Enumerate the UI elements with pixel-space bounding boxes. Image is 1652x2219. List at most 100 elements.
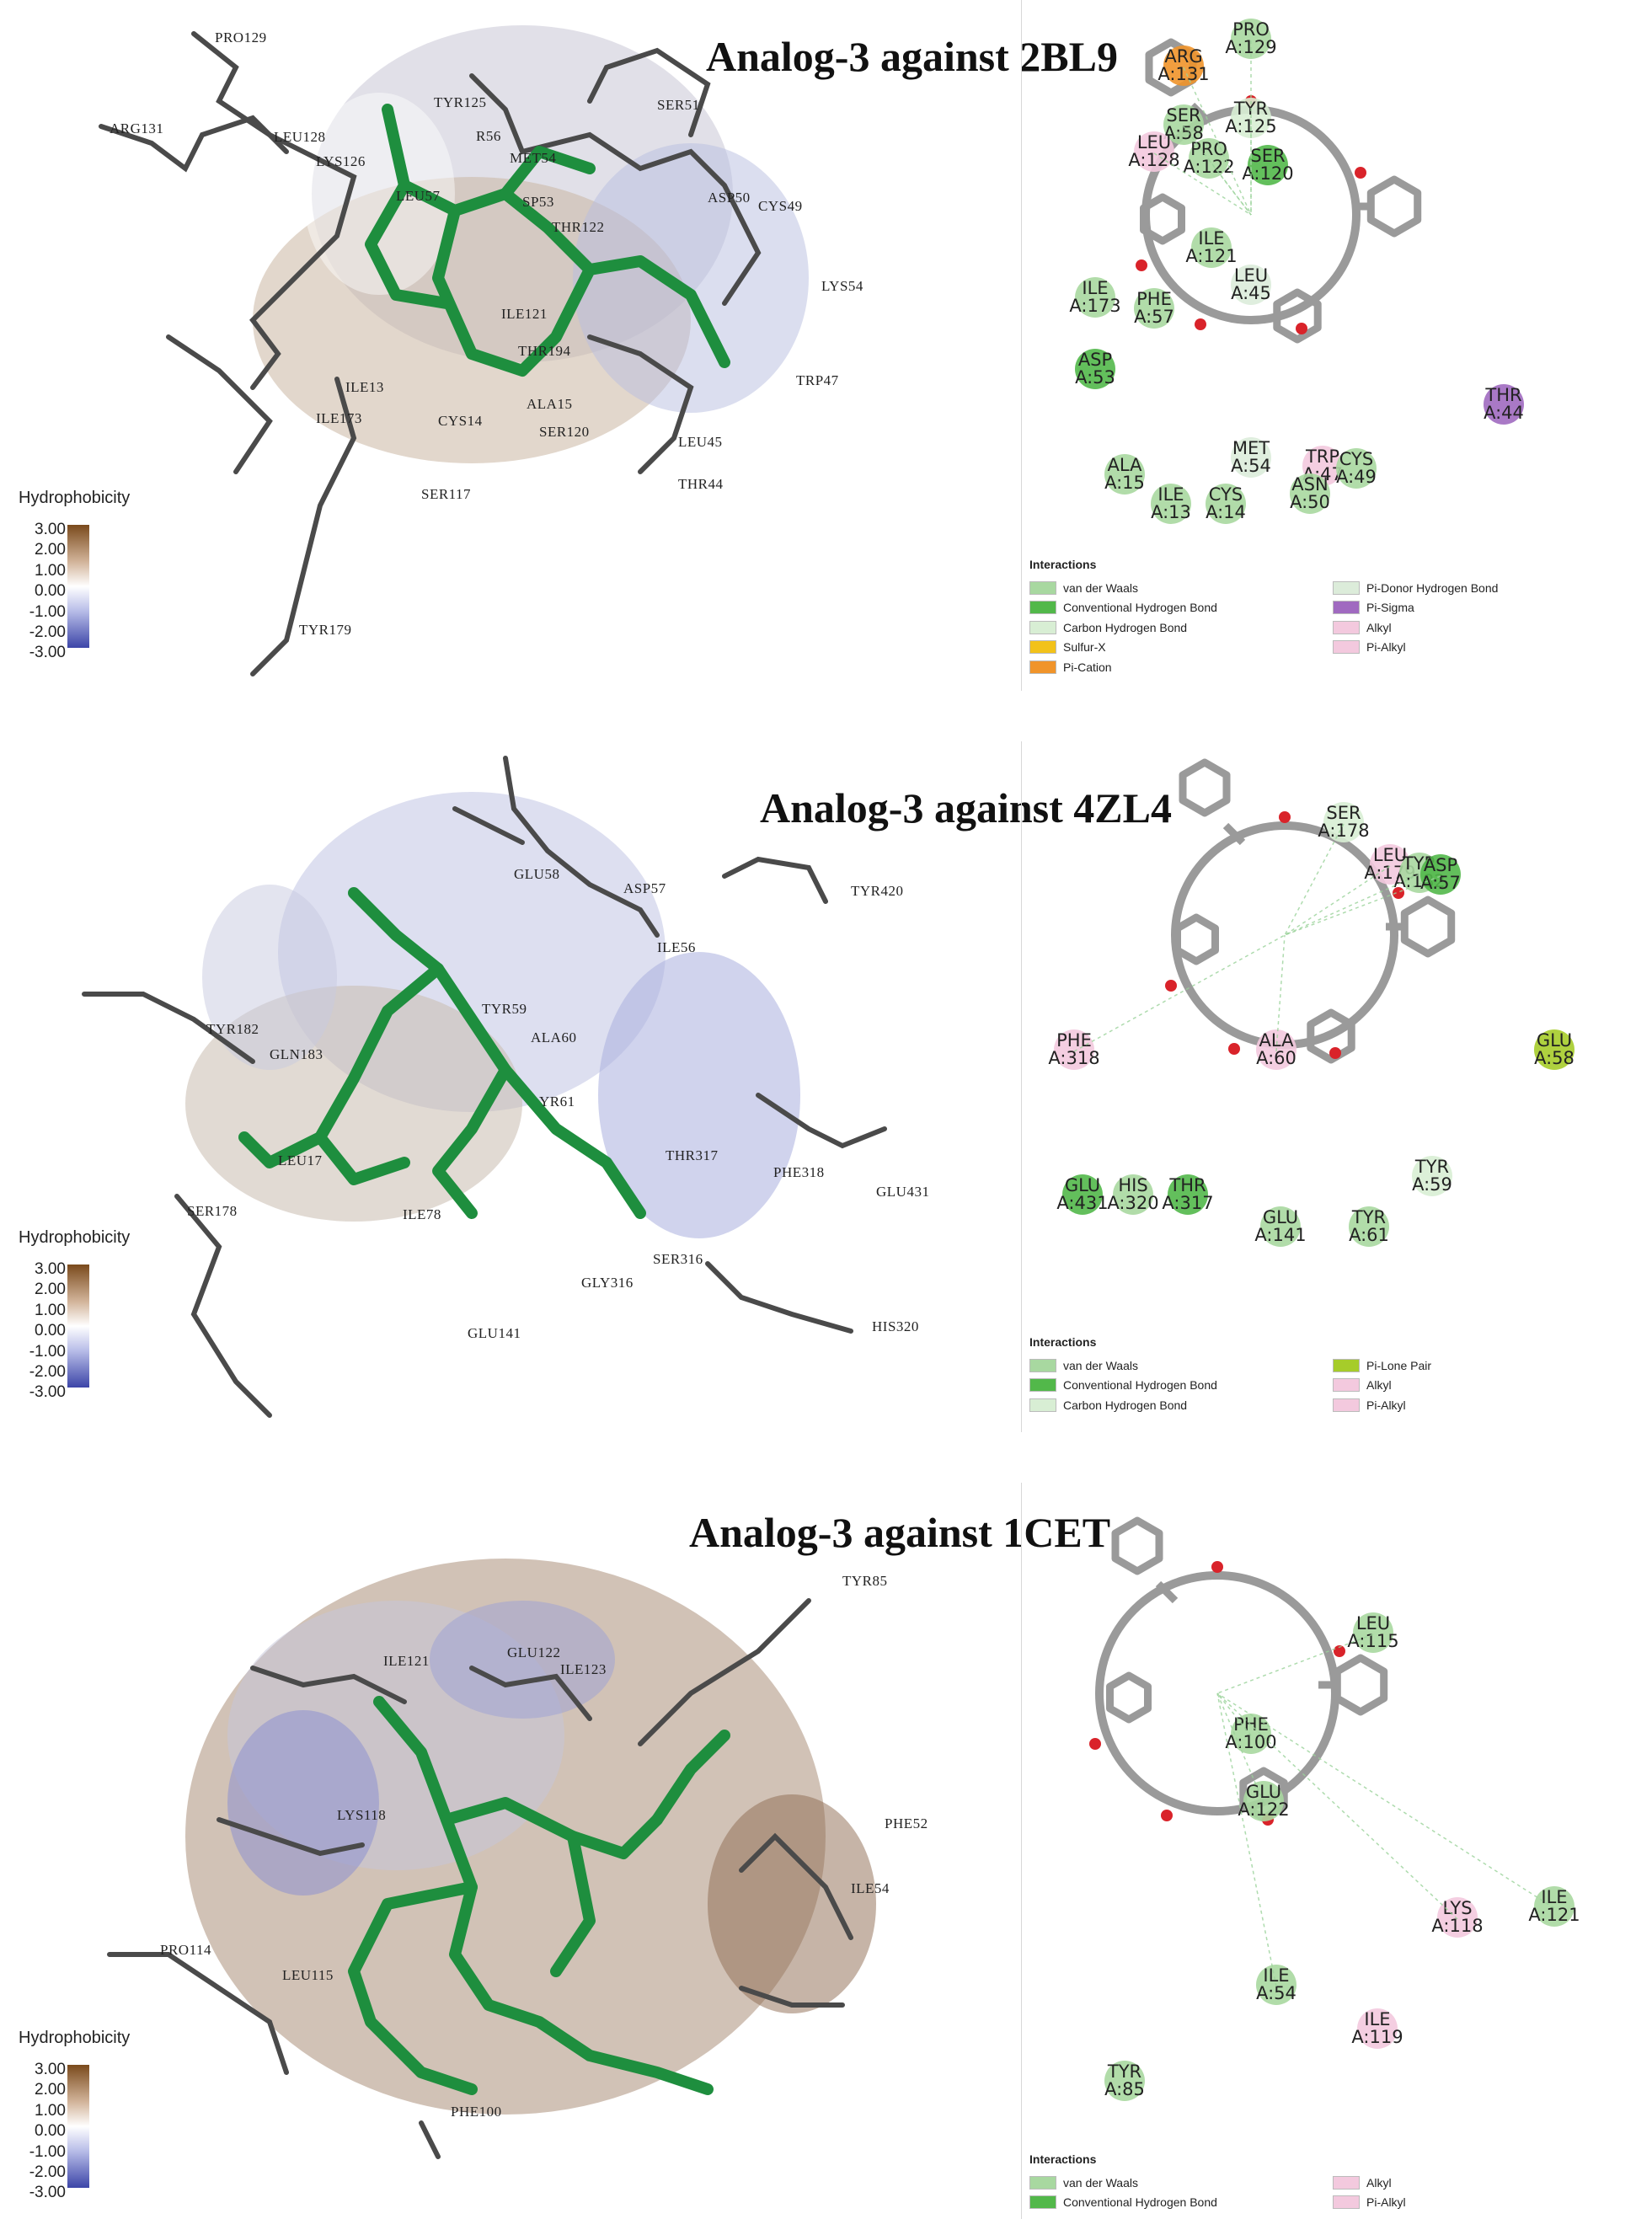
panel-title: Analog-3 against 4ZL4	[760, 784, 1172, 831]
hydrophobicity-tick: 3.00	[35, 2061, 66, 2078]
hydrophobicity-tick: -1.00	[29, 1342, 66, 1361]
svg-text:GLU58: GLU58	[514, 866, 559, 882]
svg-text:ARG131: ARG131	[110, 120, 163, 136]
residue-marker	[1412, 1156, 1452, 1196]
interactions-legend-item: van der Waals	[1029, 1355, 1333, 1376]
residue-marker	[1168, 1174, 1208, 1215]
hydrophobicity-tick: 0.00	[35, 1322, 66, 1340]
legend-label: Pi-Cation	[1063, 660, 1112, 674]
panel-1cet: TYR85 ILE121 GLU122 ILE123 LYS118 PHE52 …	[0, 1483, 1652, 2219]
legend-swatch	[1029, 640, 1056, 655]
residue-marker	[1534, 1886, 1574, 1927]
residue-marker	[1151, 484, 1191, 524]
svg-text:SP53: SP53	[522, 194, 554, 210]
svg-text:LYS118: LYS118	[337, 1807, 386, 1823]
svg-text:PHE318: PHE318	[773, 1164, 825, 1180]
interaction-2d-diagram: LEUA:115PHEA:100GLUA:122LYSA:118ILEA:121…	[1089, 1516, 1580, 2101]
hydrophobicity-tick: 1.00	[35, 2101, 66, 2120]
svg-text:LYS126: LYS126	[316, 153, 366, 169]
legend-label: Pi-Lone Pair	[1366, 1358, 1432, 1372]
docking-3d-view: TYR85 ILE121 GLU122 ILE123 LYS118 PHE52 …	[0, 1483, 1110, 2219]
legend-swatch	[1333, 1378, 1360, 1393]
residue-marker	[1062, 1174, 1103, 1215]
residue-id: A:15	[1104, 473, 1145, 493]
svg-text:SER51: SER51	[657, 97, 700, 113]
residue-id: A:57	[1134, 307, 1174, 327]
residue-marker	[1075, 277, 1115, 318]
residue-id: A:59	[1412, 1174, 1452, 1195]
residue-code: ALA	[1108, 455, 1143, 475]
residue-marker	[1336, 448, 1377, 489]
residue-code: LYS	[1442, 1898, 1472, 1918]
interactions-legend-item: Pi-Alkyl	[1333, 638, 1636, 658]
legend-label: Conventional Hydrogen Bond	[1063, 601, 1217, 615]
residue-id: A:54	[1231, 456, 1271, 476]
hydrophobicity-tick: 3.00	[35, 1260, 66, 1278]
residue-id: A:14	[1206, 502, 1246, 522]
residue-code: PRO	[1232, 19, 1270, 40]
panel-2bl9: PRO129 ARG131 LEU128 LYS126 TYR125 R56 M…	[0, 0, 1652, 699]
residue-id: A:44	[1484, 403, 1524, 423]
residue-marker	[1231, 437, 1271, 478]
interactions-legend-item: Pi-Alkyl	[1333, 2193, 1636, 2213]
panel-divider	[1021, 1483, 1022, 2219]
residue-id: A:317	[1162, 1193, 1213, 1213]
hydrophobicity-tick: -1.00	[29, 2142, 66, 2161]
svg-text:CYS14: CYS14	[438, 413, 483, 429]
svg-text:THR122: THR122	[552, 219, 605, 235]
residue-code: GLU	[1065, 1175, 1100, 1195]
residue-code: PHE	[1056, 1030, 1092, 1051]
legend-label: Alkyl	[1366, 620, 1392, 634]
svg-text:THR194: THR194	[518, 343, 571, 359]
residue-code: SER	[1250, 146, 1285, 166]
svg-text:LEU57: LEU57	[396, 188, 441, 204]
hydrophobicity-legend: Hydrophobicity 3.00 2.00 1.00 0.00 -1.00…	[19, 489, 131, 661]
residue-id: A:121	[1185, 246, 1237, 266]
residue-id: A:119	[1351, 2027, 1403, 2047]
legend-label: van der Waals	[1063, 1358, 1138, 1372]
panel-4zl4: GLU58 ASP57 TYR420 ILE56 TYR182 GLN183 T…	[0, 741, 1652, 1441]
hydrophobicity-tick: -1.00	[29, 602, 66, 621]
svg-text:SER117: SER117	[421, 486, 471, 502]
residue-code: ILE	[1198, 228, 1224, 249]
docking-3d-view: PRO129 ARG131 LEU128 LYS126 TYR125 R56 M…	[0, 0, 1118, 699]
residue-code: ASN	[1291, 474, 1328, 495]
legend-swatch	[1029, 1378, 1056, 1393]
svg-text:SER316: SER316	[653, 1251, 703, 1267]
hydrophobicity-label: Hydrophobicity	[19, 489, 131, 507]
legend-label: Carbon Hydrogen Bond	[1063, 620, 1188, 634]
residue-code: CYS	[1339, 449, 1373, 469]
hydrophobicity-tick: -2.00	[29, 1362, 66, 1381]
panel-divider	[1021, 0, 1022, 691]
svg-text:TYR85: TYR85	[842, 1573, 888, 1589]
hydrophobicity-color-bar	[67, 2065, 89, 2188]
hydrophobicity-tick: -3.00	[29, 644, 66, 662]
residue-code: MET	[1232, 438, 1270, 458]
residue-code: GLU	[1246, 1782, 1281, 1802]
svg-text:TYR125: TYR125	[434, 94, 487, 110]
interactions-legend-item: Alkyl	[1333, 1376, 1636, 1396]
interactions-legend-title: Interactions	[1029, 1335, 1097, 1349]
residue-marker	[1248, 145, 1288, 185]
residue-marker	[1357, 2008, 1398, 2049]
interactions-legend-item: Conventional Hydrogen Bond	[1029, 598, 1333, 618]
legend-swatch	[1333, 2175, 1360, 2190]
legend-label: van der Waals	[1063, 580, 1138, 595]
residue-code: TRP	[1305, 446, 1339, 467]
